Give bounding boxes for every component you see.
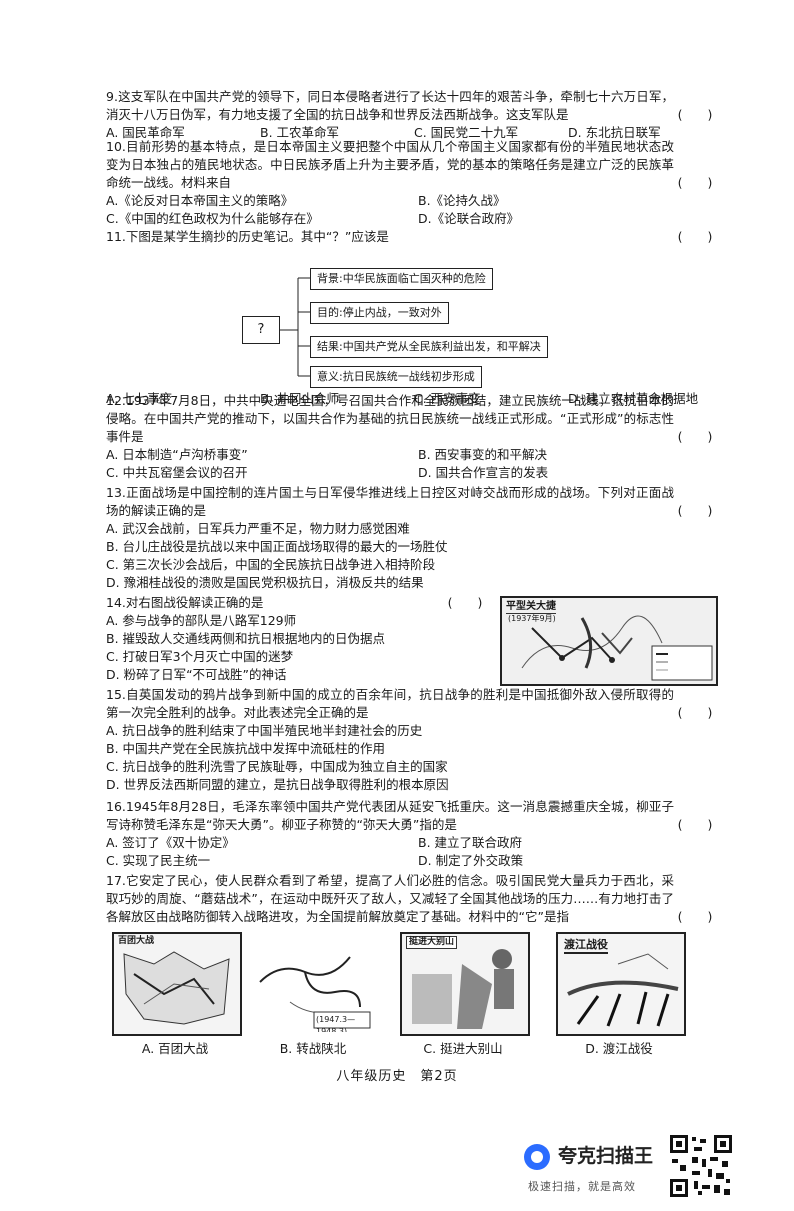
option-b: B. 西安事变的和平解决 bbox=[418, 447, 548, 462]
page-footer: 八年级历史 第2页 bbox=[336, 1069, 458, 1084]
battle-map-image: 平型关大捷 (1937年9月) bbox=[500, 596, 718, 686]
option-a: A. 抗日战争的胜利结束了中国半殖民地半封建社会的历史 bbox=[106, 723, 423, 738]
option-c: C. 中共瓦窑堡会议的召开 bbox=[106, 465, 248, 480]
background-box: 背景:中华民族面临亡国灭种的危险 bbox=[310, 268, 493, 290]
option-c: C. 打破日军3个月灭亡中国的迷梦 bbox=[106, 649, 294, 664]
answer-paren: ( ) bbox=[677, 503, 713, 518]
options: A. 抗日战争的胜利结束了中国半殖民地半封建社会的历史 B. 中国共产党在全民族… bbox=[106, 722, 716, 794]
options: A. 国民革命军 B. 工农革命军 C. 国民党二十九军 D. 东北抗日联军 bbox=[106, 124, 716, 142]
question-12: ( )12.1937年7月8日，中共中央通电全国，号召国共合作和全民族团结，建立… bbox=[106, 392, 716, 482]
options: A.《论反对日本帝国主义的策略》 B.《论持久战》 C.《中国的红色政权为什么能… bbox=[106, 192, 716, 228]
option-d-image: 渡江战役 bbox=[556, 932, 686, 1036]
option-b: B. 井冈山会师 bbox=[260, 391, 340, 406]
map-subtitle: (1937年9月) bbox=[508, 614, 556, 623]
question-stem: ( )16.1945年8月28日，毛泽东率领中国共产党代表团从延安飞抵重庆。这一… bbox=[106, 798, 716, 834]
thumb-caption: (1947.3—1948.3) bbox=[316, 1015, 356, 1032]
option-c: C. 挺进大别山 bbox=[423, 1041, 503, 1056]
map-drawing bbox=[521, 615, 713, 681]
brand-name: 夸克扫描王 bbox=[558, 1145, 654, 1167]
significance-box: 意义:抗日民族统一战线初步形成 bbox=[310, 366, 482, 388]
diagram-connectors bbox=[280, 277, 310, 377]
option-c: C. 实现了民主统一 bbox=[106, 853, 211, 868]
options: A. 参与战争的部队是八路军129师 B. 摧毁敌人交通线两侧和抗日根据地内的日… bbox=[106, 612, 486, 684]
option-a: A. 签订了《双十协定》 bbox=[106, 835, 235, 850]
question-17: ( )17.它安定了民心，使人民群众看到了希望，提高了人们必胜的信念。吸引国民党… bbox=[106, 872, 716, 926]
question-14: ( )14.对右图战役解读正确的是 A. 参与战争的部队是八路军129师 B. … bbox=[106, 594, 486, 684]
option-b: B. 台儿庄战役是抗战以来中国正面战场取得的最大的一场胜仗 bbox=[106, 539, 448, 554]
answer-paren: ( ) bbox=[677, 429, 713, 444]
option-a-image: 百团大战 bbox=[112, 932, 242, 1036]
option-a: A. 七七事变 bbox=[106, 391, 173, 406]
option-d: D. 豫湘桂战役的溃败是国民党积极抗日，消极反共的结果 bbox=[106, 575, 424, 590]
options: A. 日本制造“卢沟桥事变” B. 西安事变的和平解决 C. 中共瓦窑堡会议的召… bbox=[106, 446, 716, 482]
answer-paren: ( ) bbox=[677, 817, 713, 832]
thumb-title: 挺进大别山 bbox=[406, 936, 458, 949]
brand-slogan: 极速扫描，就是高效 bbox=[528, 1180, 636, 1193]
option-b: B. 工农革命军 bbox=[260, 125, 340, 140]
option-a: A. 参与战争的部队是八路军129师 bbox=[106, 613, 297, 628]
option-a: A.《论反对日本帝国主义的策略》 bbox=[106, 193, 294, 208]
question-9: ( )9.这支军队在中国共产党的领导下，同日本侵略者进行了长达十四年的艰苦斗争，… bbox=[106, 88, 716, 142]
answer-paren: ( ) bbox=[677, 705, 713, 720]
option-b: B. 转战陕北 bbox=[279, 1041, 347, 1056]
answer-paren: ( ) bbox=[677, 229, 713, 244]
notes-diagram: ? 背景:中华民族面临亡国灭种的危险 目的:停止内战，一致对外 结果:中国共产党… bbox=[106, 246, 716, 388]
option-a: A. 国民革命军 bbox=[106, 125, 185, 140]
options: A. 签订了《双十协定》 B. 建立了联合政府 C. 实现了民主统一 D. 制定… bbox=[106, 834, 716, 870]
option-c-image: 挺进大别山 bbox=[400, 932, 530, 1036]
question-stem: ( )10.目前形势的基本特点，是日本帝国主义要把整个中国从几个帝国主义国家都有… bbox=[106, 138, 716, 192]
purpose-box: 目的:停止内战，一致对外 bbox=[310, 302, 449, 324]
question-10: ( )10.目前形势的基本特点，是日本帝国主义要把整个中国从几个帝国主义国家都有… bbox=[106, 138, 716, 228]
answer-paren: ( ) bbox=[677, 107, 713, 122]
unknown-event-box: ? bbox=[242, 316, 280, 344]
thumb-title: 百团大战 bbox=[118, 936, 155, 946]
question-stem: ( )14.对右图战役解读正确的是 bbox=[106, 594, 486, 612]
option-a: A. 日本制造“卢沟桥事变” bbox=[106, 447, 248, 462]
option-c: C. 抗日战争的胜利洗雪了民族耻辱，中国成为独立自主的国家 bbox=[106, 759, 448, 774]
option-d: D. 建立农村革命根据地 bbox=[568, 391, 699, 406]
option-c: C. 第三次长沙会战后，中国的全民族抗日战争进入相持阶段 bbox=[106, 557, 436, 572]
option-d: D.《论联合政府》 bbox=[418, 211, 520, 226]
thumb-title: 渡江战役 bbox=[564, 938, 608, 954]
question-stem: ( )17.它安定了民心，使人民群众看到了希望，提高了人们必胜的信念。吸引国民党… bbox=[106, 872, 716, 926]
option-c: C. 西安事变 bbox=[414, 391, 481, 406]
map-title: 平型关大捷 bbox=[506, 601, 556, 614]
question-13: ( )13.正面战场是中国控制的连片国土与日军侵华推进线上日控区对峙交战而形成的… bbox=[106, 484, 716, 592]
answer-paren: ( ) bbox=[677, 175, 713, 190]
option-a: A. 武汉会战前，日军兵力严重不足，物力财力感觉困难 bbox=[106, 521, 410, 536]
option-a: A. 百团大战 bbox=[141, 1041, 209, 1056]
option-d: D. 制定了外交政策 bbox=[418, 853, 524, 868]
option-b: B. 中国共产党在全民族抗战中发挥中流砥柱的作用 bbox=[106, 741, 386, 756]
answer-paren: ( ) bbox=[677, 909, 713, 924]
option-d: D. 国共合作宣言的发表 bbox=[418, 465, 549, 480]
question-stem: ( )12.1937年7月8日，中共中央通电全国，号召国共合作和全民族团结，建立… bbox=[106, 392, 716, 446]
question-16: ( )16.1945年8月28日，毛泽东率领中国共产党代表团从延安飞抵重庆。这一… bbox=[106, 798, 716, 870]
answer-paren: ( ) bbox=[447, 595, 483, 610]
option-d: D. 粉碎了日军“不可战胜”的神话 bbox=[106, 667, 287, 682]
question-stem: ( )15.自英国发动的鸦片战争到新中国的成立的百余年间，抗日战争的胜利是中国抵… bbox=[106, 686, 716, 722]
option-c: C. 国民党二十九军 bbox=[414, 125, 519, 140]
options: A. 七七事变 B. 井冈山会师 C. 西安事变 D. 建立农村革命根据地 bbox=[106, 390, 716, 408]
question-stem: ( )13.正面战场是中国控制的连片国土与日军侵华推进线上日控区对峙交战而形成的… bbox=[106, 484, 716, 520]
option-b: B. 摧毁敌人交通线两侧和抗日根据地内的日伪据点 bbox=[106, 631, 386, 646]
question-15: ( )15.自英国发动的鸦片战争到新中国的成立的百余年间，抗日战争的胜利是中国抵… bbox=[106, 686, 716, 794]
question-11: ( )11.下图是某学生摘抄的历史笔记。其中“？”应该是 ? 背景:中华民族面临… bbox=[106, 228, 716, 408]
qr-code-icon bbox=[668, 1133, 734, 1199]
option-c: C.《中国的红色政权为什么能够存在》 bbox=[106, 211, 319, 226]
option-b-image: (1947.3—1948.3) bbox=[250, 932, 376, 1032]
option-d: D. 渡江战役 bbox=[585, 1041, 653, 1056]
question-stem: ( )11.下图是某学生摘抄的历史笔记。其中“？”应该是 bbox=[106, 228, 716, 246]
option-b: B. 建立了联合政府 bbox=[418, 835, 523, 850]
options: A. 武汉会战前，日军兵力严重不足，物力财力感觉困难 B. 台儿庄战役是抗战以来… bbox=[106, 520, 716, 592]
option-b: B.《论持久战》 bbox=[418, 193, 506, 208]
result-box: 结果:中国共产党从全民族利益出发，和平解决 bbox=[310, 336, 548, 358]
option-d: D. 世界反法西斯同盟的建立，是抗日战争取得胜利的根本原因 bbox=[106, 777, 449, 792]
option-d: D. 东北抗日联军 bbox=[568, 125, 661, 140]
question-stem: ( )9.这支军队在中国共产党的领导下，同日本侵略者进行了长达十四年的艰苦斗争，… bbox=[106, 88, 716, 124]
quark-logo-icon bbox=[524, 1144, 550, 1170]
